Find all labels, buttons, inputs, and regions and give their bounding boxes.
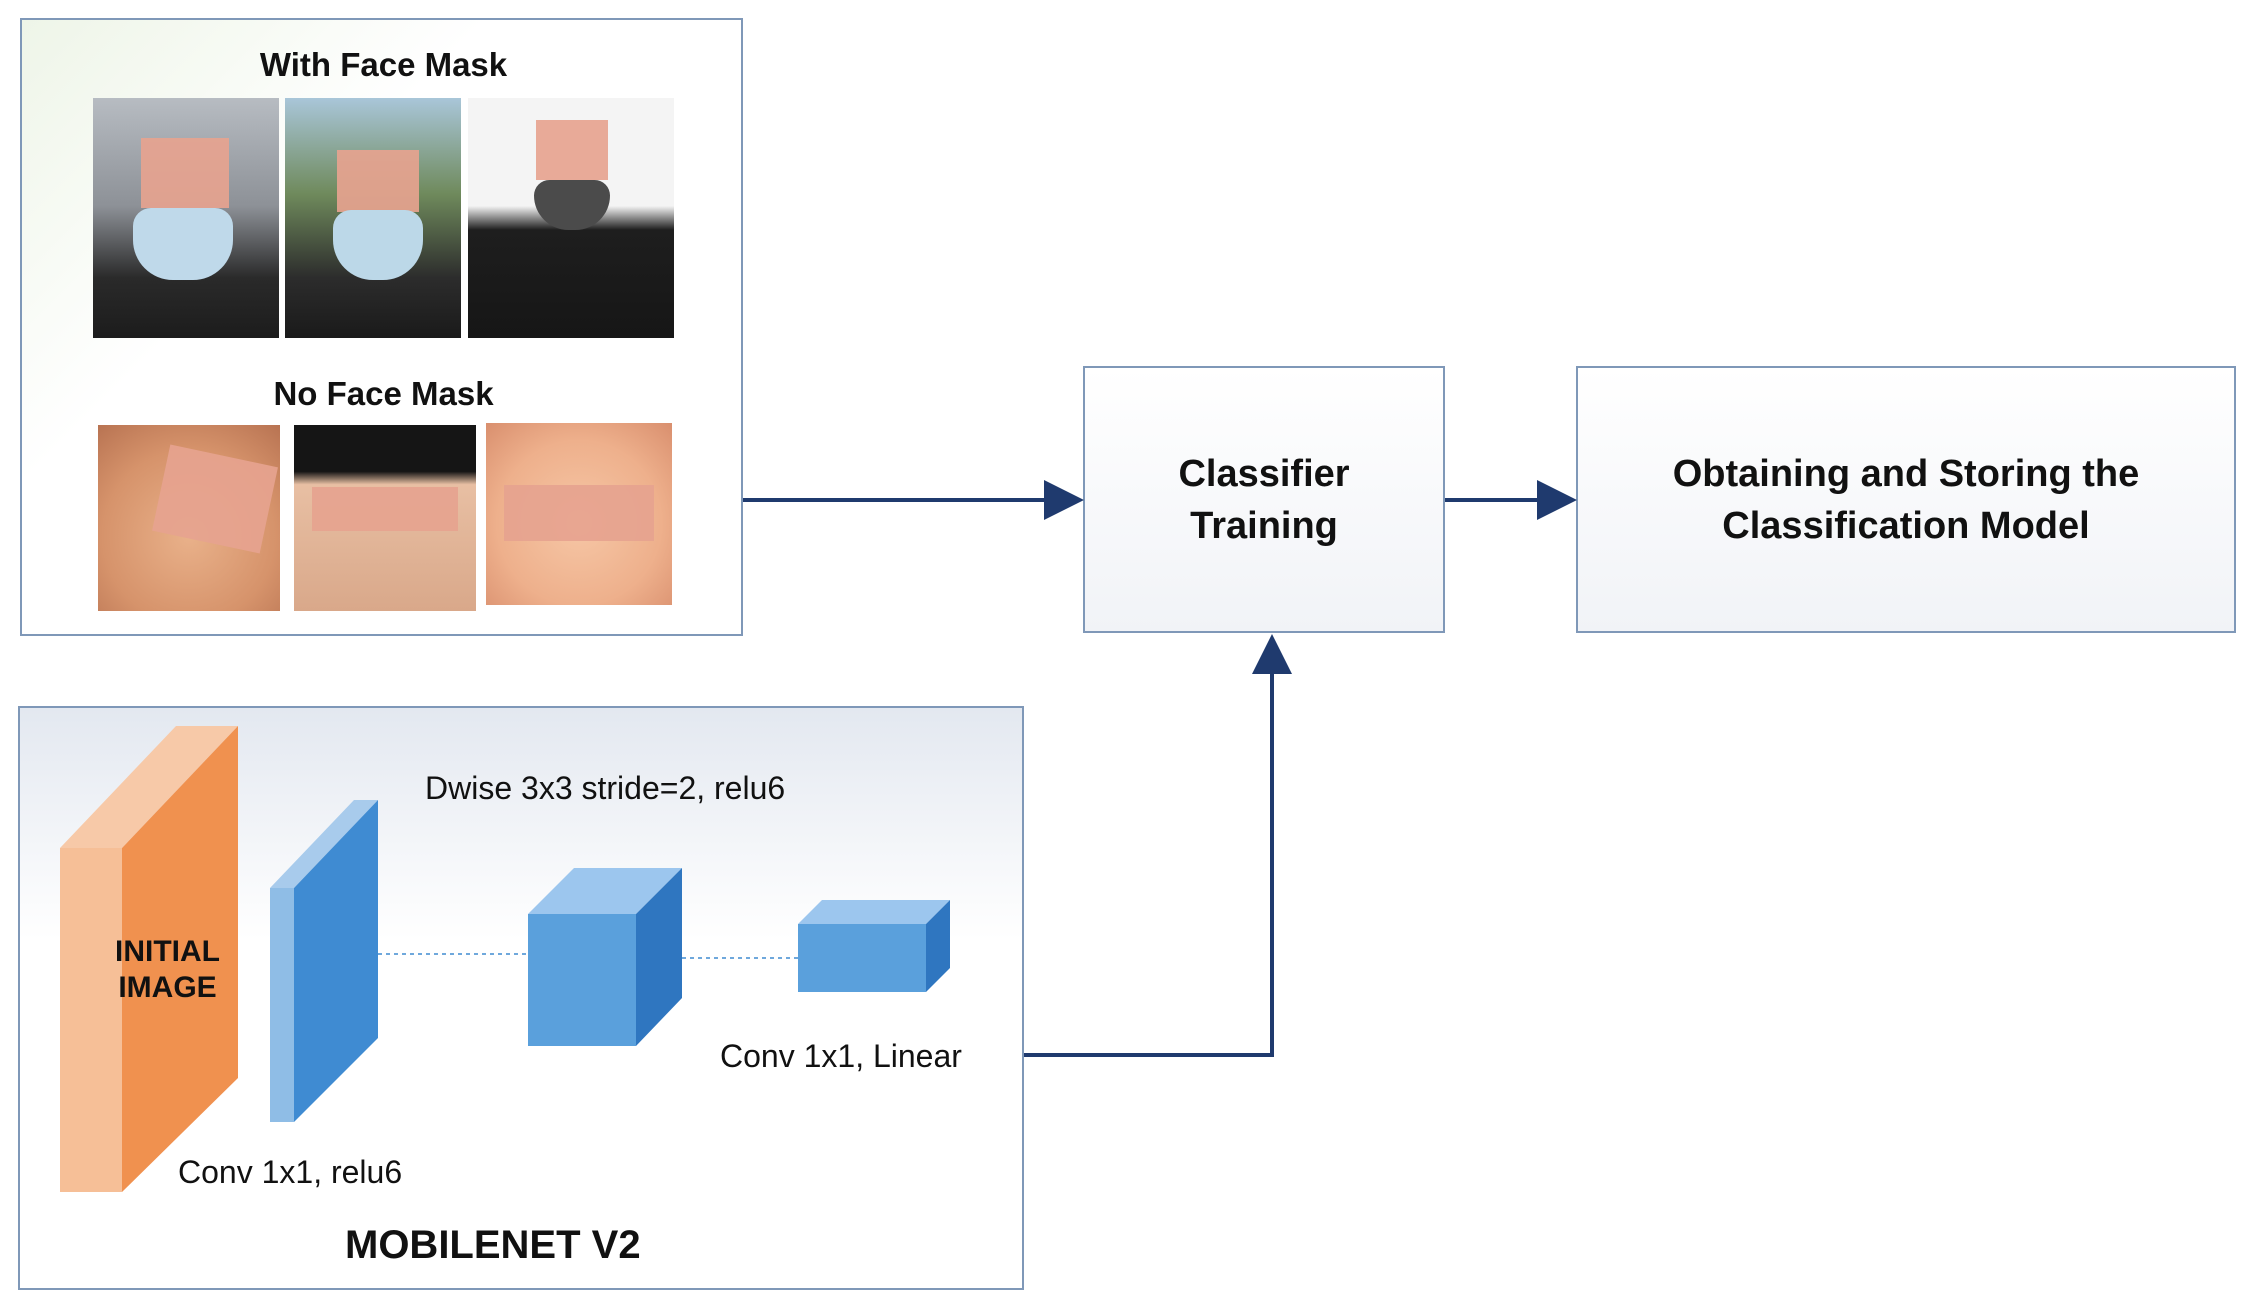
dataset-panel: With Face Mask No Face Mask: [20, 18, 743, 636]
classification-model-box: Obtaining and Storing the Classification…: [1576, 366, 2236, 633]
initial-image-block: [60, 726, 238, 1192]
with-face-mask-title: With Face Mask: [259, 46, 508, 83]
conv-1x1-block: [270, 800, 378, 1122]
mobilenet-architecture-drawing: [60, 726, 950, 1192]
photo-no-mask-2: [294, 425, 476, 611]
classifier-training-box: Classifier Training: [1083, 366, 1445, 633]
dwise-cube: [528, 868, 682, 1046]
conv-linear-cube: [798, 900, 950, 992]
initial-image-label: INITIAL IMAGE: [115, 935, 220, 1004]
mobilenet-panel: INITIAL IMAGE Dwise 3x3 stride=2, relu6 …: [18, 706, 1024, 1290]
arrow-mobilenet-to-classifier: [1024, 634, 1292, 1057]
conv-relu6-label: Conv 1x1, relu6: [178, 1154, 403, 1190]
no-face-mask-title: No Face Mask: [273, 375, 494, 412]
photo-with-mask-1: [93, 98, 279, 338]
mobilenet-title: MOBILENET V2: [345, 1223, 641, 1267]
photo-no-mask-3: [486, 423, 672, 605]
photo-with-mask-3: [468, 98, 674, 338]
photo-with-mask-2: [285, 98, 461, 338]
photo-no-mask-1: [98, 425, 280, 611]
conv-linear-label: Conv 1x1, Linear: [720, 1038, 962, 1074]
dwise-label: Dwise 3x3 stride=2, relu6: [425, 770, 786, 806]
